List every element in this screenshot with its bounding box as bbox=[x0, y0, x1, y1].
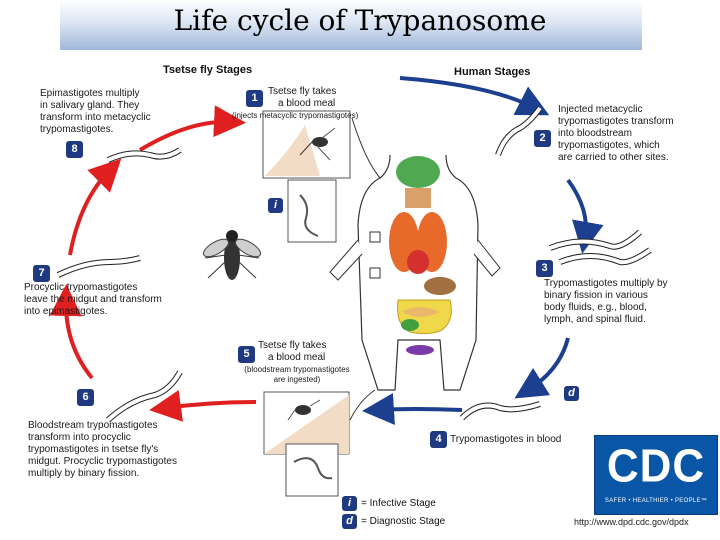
step-8-line: trypomastigotes. bbox=[40, 124, 114, 135]
step-2-line: trypomastigotes, which bbox=[558, 140, 660, 151]
infective-marker-icon: i bbox=[268, 198, 283, 213]
panel-procyclic-bottom bbox=[285, 443, 339, 497]
step-3-line: binary fission in various bbox=[544, 290, 648, 301]
step-6-line: trypomastigotes in tsetse fly's bbox=[28, 444, 159, 455]
step-8-badge: 8 bbox=[66, 141, 83, 158]
parasite-stage-6 bbox=[105, 370, 183, 423]
step-6-line: transform into procyclic bbox=[28, 432, 131, 443]
step-5-note: (bloodstream trypomastigotes are ingeste… bbox=[230, 365, 364, 385]
legend-diagnostic-icon: d bbox=[342, 514, 357, 529]
arrow-4-to-5 bbox=[362, 393, 463, 425]
arrow-5-to-6 bbox=[149, 390, 257, 422]
step-3-text: Trypomastigotes multiply by binary fissi… bbox=[544, 278, 668, 326]
step-8-line: in salivary gland. They bbox=[40, 100, 140, 111]
source-url: http://www.dpd.cdc.gov/dpdx bbox=[574, 517, 689, 527]
step-3-line: Trypomastigotes multiply by bbox=[544, 278, 668, 289]
legend-infective-icon: i bbox=[342, 496, 357, 511]
step-5-badge: 5 bbox=[238, 346, 255, 363]
step-1-note: (injects metacyclic trypomastigotes) bbox=[232, 111, 359, 120]
step-8-text: Epimastigotes multiply in salivary gland… bbox=[40, 88, 151, 136]
step-8-line: Epimastigotes multiply bbox=[40, 88, 140, 99]
tsetse-fly-icon bbox=[203, 230, 261, 280]
legend-diagnostic-label: = Diagnostic Stage bbox=[361, 516, 446, 527]
step-4-text: Trypomastigotes in blood bbox=[450, 434, 562, 445]
parasite-stage-7 bbox=[56, 255, 141, 278]
parasite-stage-3 bbox=[548, 229, 652, 266]
step-2-badge: 2 bbox=[534, 130, 551, 147]
diagnostic-marker-icon: d bbox=[564, 386, 579, 401]
cdc-logo-letters: CDC bbox=[606, 440, 706, 493]
step-3-line: body fluids, e.g., blood, bbox=[544, 302, 647, 313]
arrow-7-to-8 bbox=[68, 158, 122, 256]
step-6-text: Bloodstream trypomastigotes transform in… bbox=[28, 420, 177, 480]
step-6-line: multiply by binary fission. bbox=[28, 468, 140, 479]
step-6-line: midgut. Procyclic trypomastigotes bbox=[28, 456, 177, 467]
step-8-line: transform into metacyclic bbox=[40, 112, 151, 123]
legend-infective-label: = Infective Stage bbox=[361, 498, 436, 509]
panel-fly-bite-top bbox=[262, 110, 351, 179]
human-stages-heading: Human Stages bbox=[454, 66, 531, 78]
cdc-logo: CDC SAFER • HEALTHIER • PEOPLE™ bbox=[594, 435, 718, 515]
page-title: Life cycle of Trypanosome bbox=[173, 4, 547, 37]
panel-metacyclic bbox=[287, 179, 337, 243]
arrow-2-to-3 bbox=[566, 178, 604, 254]
step-2-line: into bloodstream bbox=[558, 128, 632, 139]
step-6-line: Bloodstream trypomastigotes bbox=[28, 420, 158, 431]
title-banner bbox=[60, 0, 642, 50]
step-5-note-line: (bloodstream trypomastigotes bbox=[244, 365, 350, 374]
parasite-stage-4 bbox=[459, 401, 541, 421]
step-7-line: Procyclic trypomastigotes bbox=[24, 282, 138, 293]
step-6-badge: 6 bbox=[77, 389, 94, 406]
step-1-badge: 1 bbox=[246, 90, 263, 107]
tsetse-stages-heading: Tsetse fly Stages bbox=[163, 64, 253, 76]
step-1-line2: a blood meal bbox=[278, 98, 336, 109]
arrow-8-to-1 bbox=[138, 105, 246, 152]
parasite-stage-8 bbox=[106, 147, 182, 163]
step-2-line: trypomastigotes transform bbox=[558, 116, 674, 127]
step-7-line: into epimastigotes. bbox=[24, 306, 108, 317]
step-7-text: Procyclic trypomastigotes leave the midg… bbox=[24, 282, 162, 318]
arrow-6-to-7 bbox=[49, 284, 94, 380]
step-2-line: are carried to other sites. bbox=[558, 152, 669, 163]
cdc-logo-tagline: SAFER • HEALTHIER • PEOPLE™ bbox=[604, 498, 708, 504]
parasite-stage-2 bbox=[495, 106, 543, 157]
step-5-line2: a blood meal bbox=[268, 352, 326, 363]
arrow-1-to-2 bbox=[399, 76, 550, 116]
human-body-figure bbox=[329, 154, 501, 391]
step-4-badge: 4 bbox=[430, 431, 447, 448]
step-2-line: Injected metacyclic bbox=[558, 104, 643, 115]
step-5-note-line: are ingested) bbox=[273, 375, 321, 384]
step-1-line1: Tsetse fly takes bbox=[268, 86, 337, 97]
step-3-line: lymph, and spinal fluid. bbox=[544, 314, 646, 325]
step-2-text: Injected metacyclic trypomastigotes tran… bbox=[558, 104, 674, 164]
step-7-badge: 7 bbox=[33, 265, 50, 282]
arrow-3-to-4 bbox=[514, 337, 570, 399]
step-7-line: leave the midgut and transform bbox=[24, 294, 162, 305]
step-3-badge: 3 bbox=[536, 260, 553, 277]
step-5-line1: Tsetse fly takes bbox=[258, 340, 327, 351]
